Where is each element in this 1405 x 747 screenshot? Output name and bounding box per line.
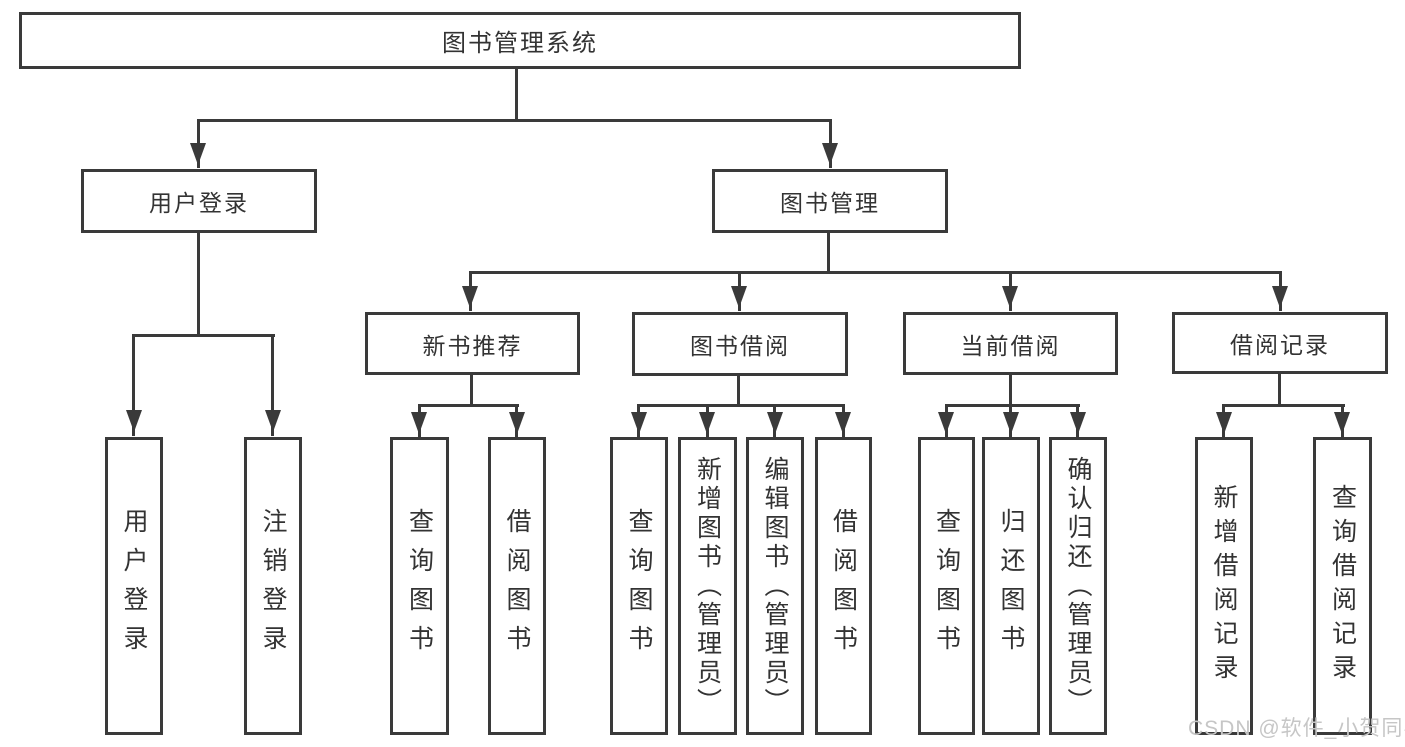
arrowhead xyxy=(265,410,281,432)
arrowhead xyxy=(631,412,647,434)
leaf-add-book-admin-label: 新增图书（管理员） xyxy=(693,455,722,717)
arrowhead xyxy=(462,286,478,308)
v-line xyxy=(515,68,518,121)
leaf-add-borrow-record: 新增借阅记录 xyxy=(1195,437,1253,735)
node-current-borrow-label: 当前借阅 xyxy=(960,332,1061,359)
node-book-borrow-label: 图书借阅 xyxy=(690,333,790,359)
arrowhead xyxy=(1334,412,1350,434)
arrow-stem xyxy=(132,334,135,436)
v-line xyxy=(197,233,200,337)
node-root: 图书管理系统 xyxy=(19,12,1021,69)
csdn-watermark: CSDN @软件_小贺同学 xyxy=(1188,717,1405,740)
leaf-return-book: 归还图书 xyxy=(982,437,1040,735)
leaf-borrow-books-recommend: 借阅图书 xyxy=(488,437,546,735)
h-line xyxy=(1222,404,1345,407)
arrowhead xyxy=(938,412,954,434)
v-line xyxy=(737,376,740,407)
arrowhead xyxy=(767,412,783,434)
arrowhead xyxy=(731,286,747,308)
v-line xyxy=(1278,374,1281,407)
leaf-user-login: 用户登录 xyxy=(105,437,163,735)
h-line xyxy=(945,404,1080,407)
arrowhead xyxy=(411,412,427,434)
leaf-query-books-borrow: 查询图书 xyxy=(610,437,668,735)
h-line xyxy=(469,271,1282,274)
leaf-query-books-borrow-label: 查询图书 xyxy=(625,508,653,664)
leaf-borrow-books-label: 借阅图书 xyxy=(829,508,858,664)
leaf-add-book-admin: 新增图书（管理员） xyxy=(678,437,737,735)
arrowhead xyxy=(126,410,142,432)
leaf-query-books-recommend-label: 查询图书 xyxy=(405,508,434,664)
leaf-borrow-books-recommend-label: 借阅图书 xyxy=(503,508,531,664)
node-root-label: 图书管理系统 xyxy=(442,30,598,57)
arrowhead xyxy=(1002,286,1018,308)
leaf-query-books-recommend: 查询图书 xyxy=(390,437,449,735)
arrow-stem xyxy=(271,334,274,436)
h-line xyxy=(197,119,832,122)
leaf-logout: 注销登录 xyxy=(244,437,302,735)
node-book-borrow: 图书借阅 xyxy=(632,312,848,376)
h-line xyxy=(418,404,519,407)
v-line xyxy=(1009,375,1012,407)
leaf-query-books-current-label: 查询图书 xyxy=(932,508,961,664)
leaf-query-borrow-record-label: 查询借阅记录 xyxy=(1328,484,1357,688)
arrowhead xyxy=(822,143,838,165)
node-new-book-recommend: 新书推荐 xyxy=(365,312,580,375)
arrowhead xyxy=(835,412,851,434)
arrowhead xyxy=(1070,412,1086,434)
leaf-query-borrow-record: 查询借阅记录 xyxy=(1313,437,1372,735)
node-user-login: 用户登录 xyxy=(81,169,317,233)
leaf-add-borrow-record-label: 新增借阅记录 xyxy=(1210,484,1238,688)
leaf-confirm-return-admin-label: 确认归还（管理员） xyxy=(1064,455,1092,717)
leaf-edit-book-admin-label: 编辑图书（管理员） xyxy=(761,455,789,717)
leaf-edit-book-admin: 编辑图书（管理员） xyxy=(746,437,804,735)
v-line xyxy=(470,375,473,407)
node-book-management: 图书管理 xyxy=(712,169,948,233)
h-line xyxy=(637,404,845,407)
node-user-login-label: 用户登录 xyxy=(149,190,249,216)
arrowhead xyxy=(699,412,715,434)
leaf-query-books-current: 查询图书 xyxy=(918,437,975,735)
leaf-confirm-return-admin: 确认归还（管理员） xyxy=(1049,437,1107,735)
node-current-borrow: 当前借阅 xyxy=(903,312,1118,375)
node-book-management-label: 图书管理 xyxy=(780,190,880,216)
leaf-return-book-label: 归还图书 xyxy=(997,508,1025,664)
node-new-book-recommend-label: 新书推荐 xyxy=(422,332,523,359)
arrowhead xyxy=(1216,412,1232,434)
node-borrow-records-label: 借阅记录 xyxy=(1230,332,1330,358)
arrowhead xyxy=(509,412,525,434)
h-line xyxy=(132,334,275,337)
arrowhead xyxy=(190,143,206,165)
leaf-logout-label: 注销登录 xyxy=(259,508,287,664)
v-line xyxy=(827,233,830,274)
node-borrow-records: 借阅记录 xyxy=(1172,312,1388,374)
leaf-user-login-label: 用户登录 xyxy=(120,508,148,664)
arrowhead xyxy=(1003,412,1019,434)
arrowhead xyxy=(1272,286,1288,308)
leaf-borrow-books: 借阅图书 xyxy=(815,437,872,735)
